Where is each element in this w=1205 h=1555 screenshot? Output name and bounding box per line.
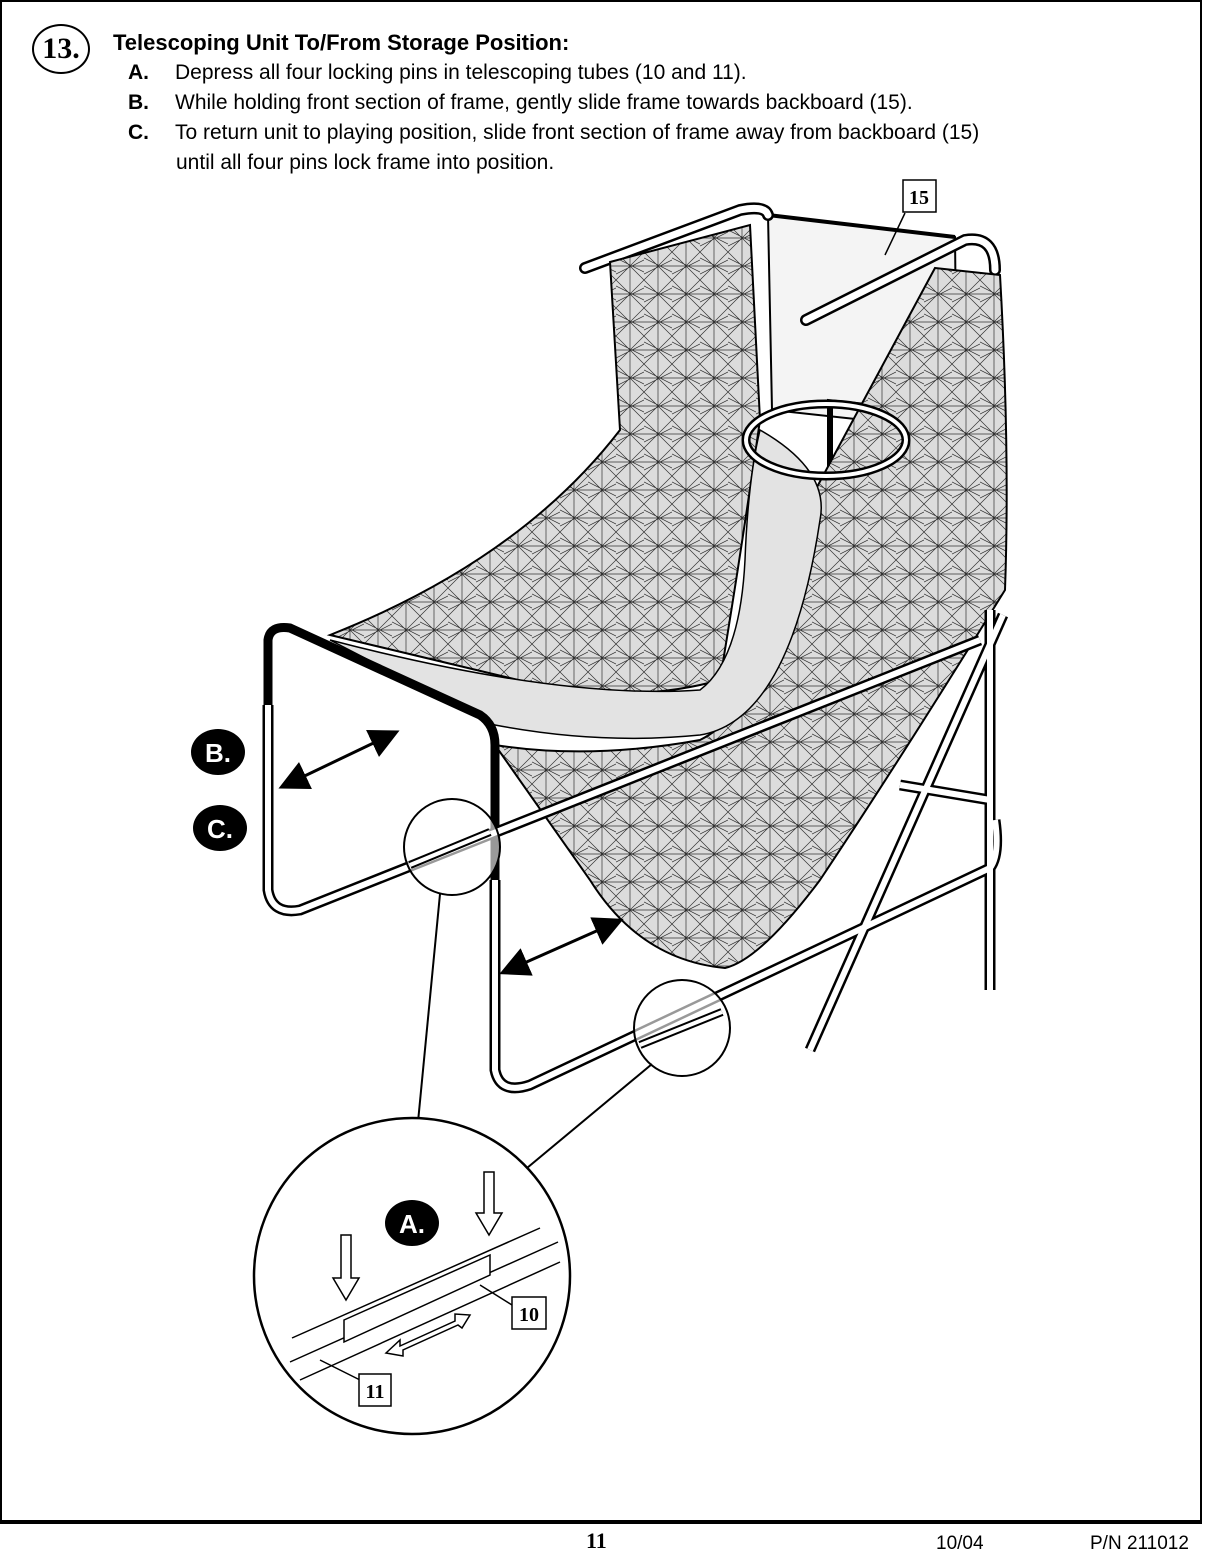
net bbox=[326, 223, 1008, 970]
instruction-b: B. While holding front section of frame, … bbox=[128, 88, 913, 118]
instruction-letter: B. bbox=[128, 91, 149, 114]
step-number: 13. bbox=[42, 32, 80, 65]
press-arrow-icon bbox=[474, 1171, 504, 1237]
svg-text:C.: C. bbox=[207, 814, 233, 844]
instruction-letter: C. bbox=[128, 121, 149, 144]
part-number: P/N 211012 bbox=[1090, 1533, 1189, 1554]
page-border bbox=[0, 0, 1202, 1524]
label-a bbox=[385, 1200, 439, 1246]
label-b: B. bbox=[191, 729, 245, 775]
svg-text:A.: A. bbox=[399, 1209, 425, 1239]
svg-text:15: 15 bbox=[909, 187, 929, 209]
page-number: 11 bbox=[586, 1528, 607, 1553]
callout-10: 10 bbox=[511, 1296, 547, 1330]
slide-arrow-upper bbox=[278, 729, 400, 790]
instruction-continuation: until all four pins lock frame into posi… bbox=[176, 151, 555, 174]
callout-15: 15 bbox=[884, 179, 937, 256]
callout-11: 11 bbox=[358, 1373, 392, 1407]
instruction-text: To return unit to playing position, slid… bbox=[175, 121, 980, 144]
instruction-text: While holding front section of frame, ge… bbox=[175, 91, 913, 114]
step-number-badge: 13. bbox=[32, 24, 90, 74]
assembly-illustration: B. C. A. 15 10 11 bbox=[191, 179, 1009, 1436]
slide-arrow-lower bbox=[499, 917, 624, 976]
instruction-a: A. Depress all four locking pins in teles… bbox=[128, 58, 747, 88]
zoom-detail: A. bbox=[252, 1116, 572, 1436]
revision-date: 10/04 bbox=[936, 1533, 984, 1554]
instruction-c: C. To return unit to playing position, sl… bbox=[128, 118, 979, 178]
press-arrow-icon bbox=[331, 1234, 361, 1302]
slide-double-arrow-icon bbox=[384, 1313, 472, 1357]
svg-text:11: 11 bbox=[366, 1381, 385, 1403]
svg-text:10: 10 bbox=[519, 1304, 539, 1326]
instruction-letter: A. bbox=[128, 61, 149, 84]
step-title: Telescoping Unit To/From Storage Positio… bbox=[113, 30, 570, 55]
instruction-text: Depress all four locking pins in telesco… bbox=[175, 61, 747, 84]
label-c: C. bbox=[193, 805, 247, 851]
svg-text:B.: B. bbox=[205, 738, 231, 768]
